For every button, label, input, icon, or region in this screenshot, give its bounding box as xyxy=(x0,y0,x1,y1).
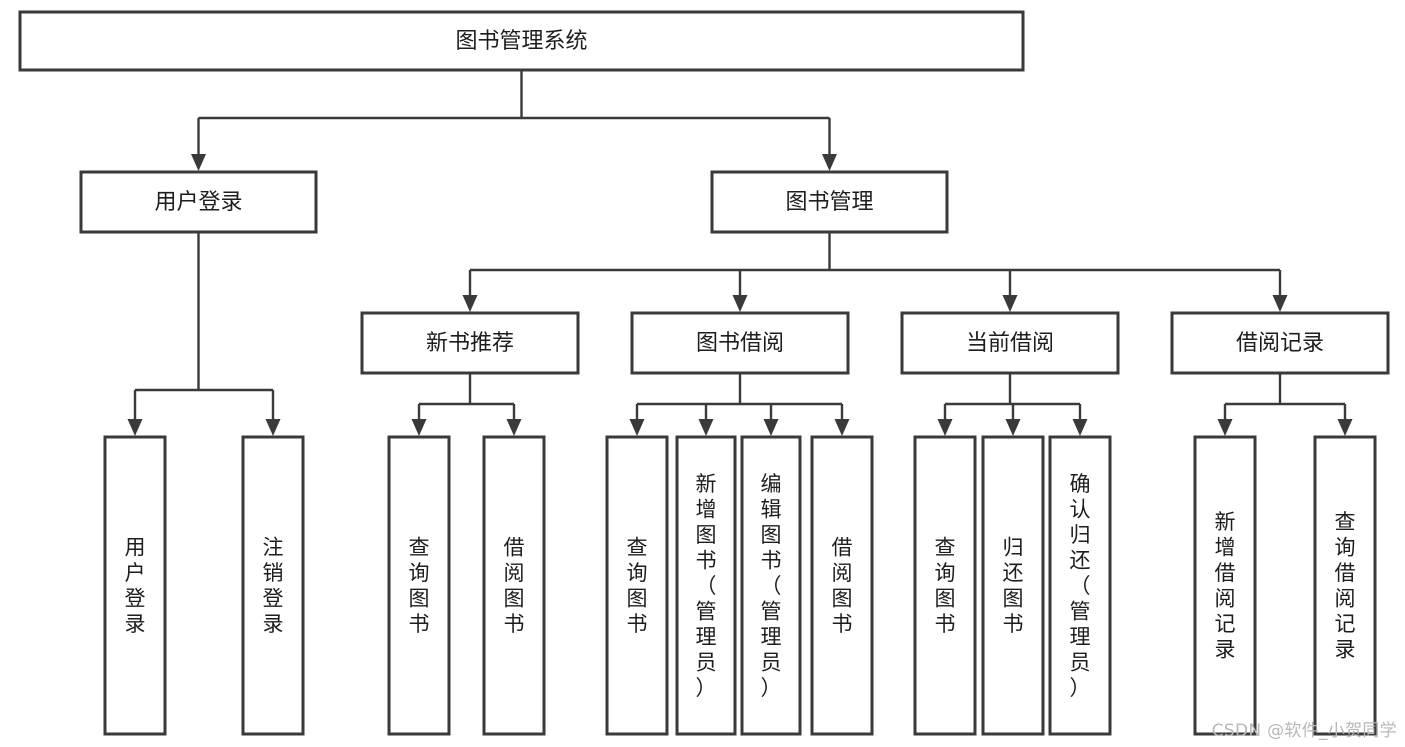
node-label-confirm-return: 确认归还（管理员） xyxy=(1070,472,1091,700)
node-query-book-1[interactable]: 查询图书 xyxy=(387,435,451,736)
node-query-book-2[interactable]: 查询图书 xyxy=(605,435,669,736)
arrow-head-borrow-book-2 xyxy=(834,419,850,436)
node-box-edit-book xyxy=(740,435,802,736)
node-box-query-borrow-record xyxy=(1313,435,1377,736)
node-box-book-borrow xyxy=(630,311,850,375)
connector-layer xyxy=(127,70,1353,436)
node-user-login-do[interactable]: 用户登录 xyxy=(103,435,167,736)
node-label-edit-book: 编辑图书（管理员） xyxy=(761,472,782,700)
node-box-add-borrow-record xyxy=(1193,435,1257,736)
node-label-user-logout: 注销登录 xyxy=(263,536,284,637)
arrow-head-book-borrow xyxy=(732,295,748,312)
node-box-query-book-1 xyxy=(387,435,451,736)
node-label-add-book: 新增图书（管理员） xyxy=(696,472,717,700)
arrow-head-return-book xyxy=(1005,419,1021,436)
node-label-user-login: 用户登录 xyxy=(154,190,242,215)
arrow-head-current-borrow xyxy=(1002,295,1018,312)
node-label-query-book-1: 查询图书 xyxy=(409,536,430,637)
node-box-return-book xyxy=(981,435,1045,736)
node-box-borrow-book-1 xyxy=(482,435,546,736)
node-borrow-book-1[interactable]: 借阅图书 xyxy=(482,435,546,736)
node-label-query-book-3: 查询图书 xyxy=(935,536,956,637)
node-return-book[interactable]: 归还图书 xyxy=(981,435,1045,736)
node-box-add-book xyxy=(675,435,737,736)
node-box-query-book-2 xyxy=(605,435,669,736)
node-box-borrow-book-2 xyxy=(810,435,874,736)
arrow-head-user-login-do xyxy=(127,419,143,436)
node-label-add-borrow-record: 新增借阅记录 xyxy=(1215,510,1236,662)
node-new-book-recommend[interactable]: 新书推荐 xyxy=(360,311,580,375)
node-box-user-logout xyxy=(241,435,305,736)
arrow-head-query-book-3 xyxy=(937,419,953,436)
node-add-book[interactable]: 新增图书（管理员） xyxy=(675,435,737,736)
node-box-new-book-recommend xyxy=(360,311,580,375)
node-box-query-book-3 xyxy=(913,435,977,736)
node-box-current-borrow xyxy=(900,311,1120,375)
node-label-borrow-record: 借阅记录 xyxy=(1236,331,1324,356)
node-label-borrow-book-2: 借阅图书 xyxy=(832,536,853,637)
node-borrow-record[interactable]: 借阅记录 xyxy=(1170,311,1390,375)
arrow-head-add-borrow-record xyxy=(1217,419,1233,436)
arrow-head-borrow-record xyxy=(1272,295,1288,312)
node-label-borrow-book-1: 借阅图书 xyxy=(504,536,525,637)
node-label-return-book: 归还图书 xyxy=(1003,536,1024,637)
arrow-head-edit-book xyxy=(763,419,779,436)
arrow-head-add-book xyxy=(698,419,714,436)
node-book-borrow[interactable]: 图书借阅 xyxy=(630,311,850,375)
arrow-head-query-book-1 xyxy=(411,419,427,436)
node-query-borrow-record[interactable]: 查询借阅记录 xyxy=(1313,435,1377,736)
node-root[interactable]: 图书管理系统 xyxy=(18,10,1025,72)
node-confirm-return[interactable]: 确认归还（管理员） xyxy=(1048,435,1112,736)
node-box-user-login xyxy=(79,170,318,234)
node-box-root xyxy=(18,10,1025,72)
arrow-head-new-book-recommend xyxy=(462,295,478,312)
node-book-management[interactable]: 图书管理 xyxy=(710,170,949,234)
node-current-borrow[interactable]: 当前借阅 xyxy=(900,311,1120,375)
arrow-head-user-logout xyxy=(265,419,281,436)
node-box-book-management xyxy=(710,170,949,234)
node-borrow-book-2[interactable]: 借阅图书 xyxy=(810,435,874,736)
node-label-book-borrow: 图书借阅 xyxy=(696,331,784,356)
arrow-head-confirm-return xyxy=(1072,419,1088,436)
node-edit-book[interactable]: 编辑图书（管理员） xyxy=(740,435,802,736)
watermark-label: CSDN @软件_小贺同学 xyxy=(1211,721,1397,741)
node-label-current-borrow: 当前借阅 xyxy=(966,331,1054,356)
node-label-query-borrow-record: 查询借阅记录 xyxy=(1335,510,1356,662)
node-user-login[interactable]: 用户登录 xyxy=(79,170,318,234)
node-label-user-login-do: 用户登录 xyxy=(125,536,146,637)
node-box-confirm-return xyxy=(1048,435,1112,736)
arrow-head-borrow-book-1 xyxy=(506,419,522,436)
arrow-head-user-login xyxy=(191,154,206,171)
node-box-user-login-do xyxy=(103,435,167,736)
node-label-query-book-2: 查询图书 xyxy=(627,536,648,637)
node-add-borrow-record[interactable]: 新增借阅记录 xyxy=(1193,435,1257,736)
node-layer: 图书管理系统用户登录用户登录注销登录图书管理新书推荐查询图书借阅图书图书借阅查询… xyxy=(18,10,1390,736)
node-query-book-3[interactable]: 查询图书 xyxy=(913,435,977,736)
node-label-book-management: 图书管理 xyxy=(785,190,873,215)
node-box-borrow-record xyxy=(1170,311,1390,375)
arrow-head-query-book-2 xyxy=(629,419,645,436)
node-label-new-book-recommend: 新书推荐 xyxy=(426,331,514,356)
arrow-head-book-management xyxy=(822,154,837,171)
arrow-head-query-borrow-record xyxy=(1337,419,1353,436)
node-user-logout[interactable]: 注销登录 xyxy=(241,435,305,736)
node-label-root: 图书管理系统 xyxy=(455,29,587,54)
